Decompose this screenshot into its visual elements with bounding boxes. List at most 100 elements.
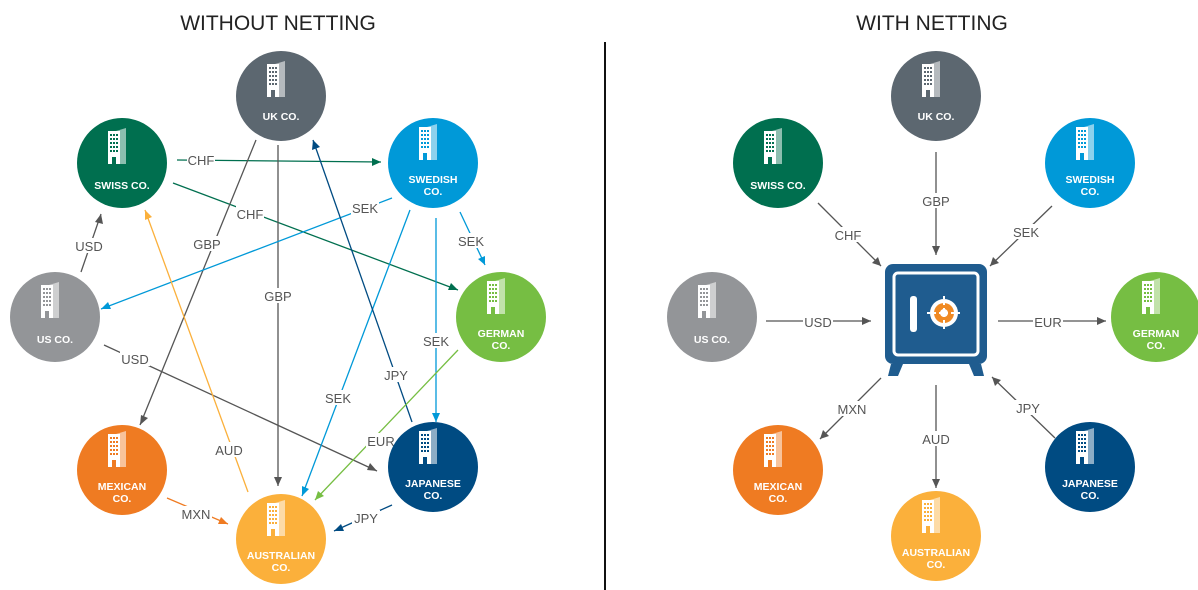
node-label: JAPANESE	[405, 478, 461, 490]
arrowhead	[302, 486, 309, 496]
arrowhead	[315, 491, 324, 500]
edge-label: AUD	[215, 443, 242, 458]
edge-label: EUR	[367, 434, 394, 449]
node-japanese-co: JAPANESE CO.	[1045, 422, 1135, 512]
arrowhead	[932, 246, 940, 255]
node-german-co: GERMAN CO.	[1111, 272, 1198, 362]
edge-label: CHF	[188, 153, 215, 168]
arrowhead	[367, 463, 377, 471]
node-label: US CO.	[694, 334, 730, 346]
node-label: CO.	[1081, 186, 1100, 198]
edge-label: JPY	[384, 368, 408, 383]
flow-gbp-uk-mexican	[139, 139, 257, 426]
arrowhead	[872, 257, 881, 266]
edge-label: AUD	[922, 432, 949, 447]
arrowhead	[990, 257, 999, 266]
node-us-co: US CO.	[667, 272, 757, 362]
flow-eur-german-australian	[314, 349, 459, 501]
arrowhead	[992, 377, 1001, 386]
node-swedish-co: SWEDISH CO.	[388, 118, 478, 208]
flow-sek-swedish-australian	[301, 209, 411, 497]
node-label: SWISS CO.	[94, 180, 150, 192]
arrowhead	[95, 214, 103, 224]
arrowhead	[101, 302, 111, 309]
arrowhead	[1097, 317, 1106, 325]
node-label: SWEDISH	[408, 174, 457, 186]
edge-label: MXN	[182, 507, 211, 522]
node-japanese-co: JAPANESE CO.	[388, 422, 478, 512]
node-label: CO.	[424, 186, 443, 198]
arrowhead	[372, 158, 381, 166]
left-panel-title: WITHOUT NETTING	[180, 12, 376, 35]
edge-label: GBP	[922, 194, 949, 209]
node-label: CO.	[769, 493, 788, 505]
node-label: CO.	[113, 493, 132, 505]
edge-label: SEK	[423, 334, 449, 349]
right-panel-title: WITH NETTING	[856, 12, 1008, 35]
node-label: MEXICAN	[98, 481, 146, 493]
edge-label: SEK	[458, 234, 484, 249]
node-uk-co: UK CO.	[891, 51, 981, 141]
arrowhead	[140, 415, 148, 425]
node-swiss-co: SWISS CO.	[77, 118, 167, 208]
edge-label: USD	[804, 315, 831, 330]
edge-label: MXN	[838, 402, 867, 417]
arrowhead	[274, 477, 282, 486]
node-label: CO.	[1147, 340, 1166, 352]
right-flow-labels: GBP CHF SEK USD JPY EUR MXN AUD	[803, 193, 1063, 447]
arrowhead	[448, 283, 458, 290]
node-label: GERMAN	[478, 328, 525, 340]
node-mexican-co: MEXICAN CO.	[733, 425, 823, 515]
arrowhead	[145, 210, 152, 220]
node-label: GERMAN	[1133, 328, 1180, 340]
node-australian-co: AUSTRALIAN CO.	[236, 494, 326, 584]
node-label: CO.	[927, 559, 946, 571]
node-label: AUSTRALIAN	[247, 550, 315, 562]
arrowhead	[478, 256, 485, 265]
netting-center-safe-icon	[885, 264, 987, 376]
edge-label: JPY	[354, 511, 378, 526]
left-flow-labels: CHF CHF GBP GBP USD USD SEK SEK SEK SEK …	[74, 152, 485, 526]
arrowhead	[312, 140, 320, 150]
arrowhead	[820, 430, 829, 439]
edge-label: SEK	[325, 391, 351, 406]
edge-label: USD	[75, 239, 102, 254]
node-label: MEXICAN	[754, 481, 802, 493]
arrowhead	[932, 479, 940, 488]
left-nodes: UK CO. SWISS CO. SWEDISH CO. US CO. GERM…	[10, 51, 546, 584]
edge-label: SEK	[1013, 225, 1039, 240]
edge-label: USD	[121, 352, 148, 367]
node-label: CO.	[492, 340, 511, 352]
node-label: UK CO.	[263, 111, 300, 123]
node-australian-co: AUSTRALIAN CO.	[891, 491, 981, 581]
node-label: AUSTRALIAN	[902, 547, 970, 559]
arrowhead	[334, 524, 344, 531]
edge-label: JPY	[1016, 401, 1040, 416]
arrowhead	[432, 413, 440, 422]
right-nodes: UK CO. SWISS CO. SWEDISH CO. US CO. GERM…	[667, 51, 1198, 581]
node-label: CO.	[424, 490, 443, 502]
node-us-co: US CO.	[10, 272, 100, 362]
node-swedish-co: SWEDISH CO.	[1045, 118, 1135, 208]
arrowhead	[862, 317, 871, 325]
edge-label: SEK	[352, 201, 378, 216]
node-label: SWEDISH	[1065, 174, 1114, 186]
node-mexican-co: MEXICAN CO.	[77, 425, 167, 515]
node-label: JAPANESE	[1062, 478, 1118, 490]
flow-sek-swedish-us	[100, 197, 393, 310]
arrowhead	[218, 517, 228, 524]
edge-label: GBP	[193, 237, 220, 252]
flow-chf-swiss-german	[172, 182, 459, 291]
node-uk-co: UK CO.	[236, 51, 326, 141]
edge-label: CHF	[835, 228, 862, 243]
edge-label: CHF	[237, 207, 264, 222]
edge-label: EUR	[1034, 315, 1061, 330]
node-label: US CO.	[37, 334, 73, 346]
node-label: CO.	[272, 562, 291, 574]
edge-label: GBP	[264, 289, 291, 304]
node-label: SWISS CO.	[750, 180, 806, 192]
node-label: UK CO.	[918, 111, 955, 123]
node-swiss-co: SWISS CO.	[733, 118, 823, 208]
node-german-co: GERMAN CO.	[456, 272, 546, 362]
